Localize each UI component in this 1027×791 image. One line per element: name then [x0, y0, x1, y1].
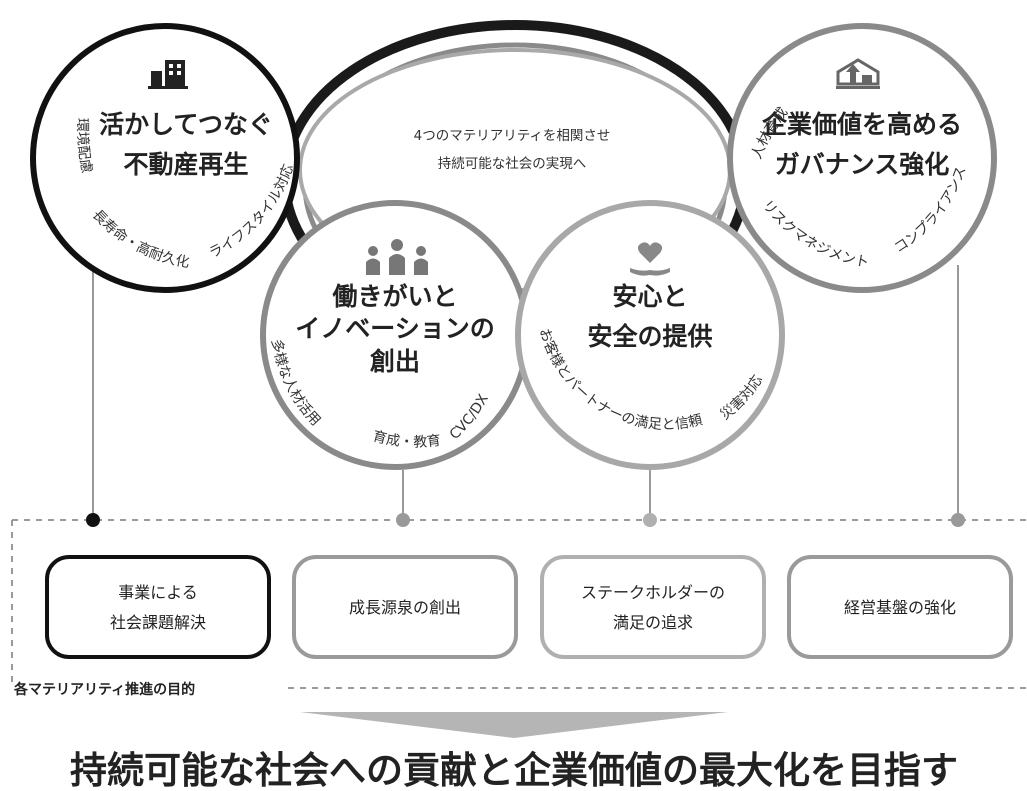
heart-in-hand-icon	[630, 242, 670, 276]
people-group-icon	[366, 239, 428, 275]
connector-dot-1	[86, 513, 100, 527]
circle-governance: 企業価値を高める ガバナンス強化 人材育成 リスクマネジメント コンプライアンス	[727, 23, 997, 293]
work-title-line3: 創出	[370, 347, 420, 376]
safety-title-line2: 安全の提供	[587, 322, 712, 351]
goal-box-3: ステークホルダーの 満足の追求	[540, 555, 766, 659]
down-arrow	[300, 712, 728, 738]
safety-title-line1: 安心と	[612, 282, 687, 311]
circle-work-innovation: 働きがいと イノベーションの 創出 多様な人材活用 育成・教育 CVC/DX	[260, 200, 530, 470]
house-with-arrow-icon	[836, 58, 880, 89]
goal-1-line2: 社会課題解決	[110, 613, 206, 632]
goal-box-4: 経営基盤の強化	[787, 555, 1013, 659]
goal-3-line2: 満足の追求	[613, 613, 693, 632]
governance-title-line2: ガバナンス強化	[775, 150, 950, 179]
purpose-frame	[11, 519, 1027, 689]
work-title-line1: 働きがいと	[331, 282, 457, 311]
governance-title-line1: 企業価値を高める	[762, 110, 962, 139]
connector-dot-2	[396, 513, 410, 527]
connector-dot-4	[951, 513, 965, 527]
building-icon	[148, 60, 188, 89]
svg-text:環境配慮: 環境配慮	[74, 118, 95, 175]
goal-box-1: 事業による 社会課題解決	[45, 555, 271, 659]
circle-real-estate: 活かしてつなぐ 不動産再生 環境配慮 長寿命・高耐久化 ライフスタイル対応	[30, 23, 300, 293]
real-estate-arc-left: 環境配慮	[74, 118, 95, 175]
goal-4-line1: 経営基盤の強化	[844, 598, 956, 617]
connector-dot-3	[643, 513, 657, 527]
center-text-line2: 持続可能な社会の実現へ	[438, 156, 587, 172]
real-estate-title-line2: 不動産再生	[123, 150, 248, 179]
purpose-label: 各マテリアリティ推進の目的	[13, 681, 195, 698]
goal-3-line1: ステークホルダーの	[581, 583, 725, 602]
circle-safety: 安心と 安全の提供 お客様とパートナーの満足と信頼 災害対応	[515, 200, 785, 470]
goal-box-2: 成長源泉の創出	[292, 555, 518, 659]
work-title-line2: イノベーションの	[295, 314, 495, 343]
bottom-title: 持続可能な社会への貢献と企業価値の最大化を目指す	[70, 749, 958, 791]
center-text-line1: 4つのマテリアリティを相関させ	[414, 128, 611, 144]
goal-2-line1: 成長源泉の創出	[349, 598, 461, 617]
goal-1-line1: 事業による	[118, 583, 198, 602]
real-estate-title-line1: 活かしてつなぐ	[99, 110, 273, 139]
